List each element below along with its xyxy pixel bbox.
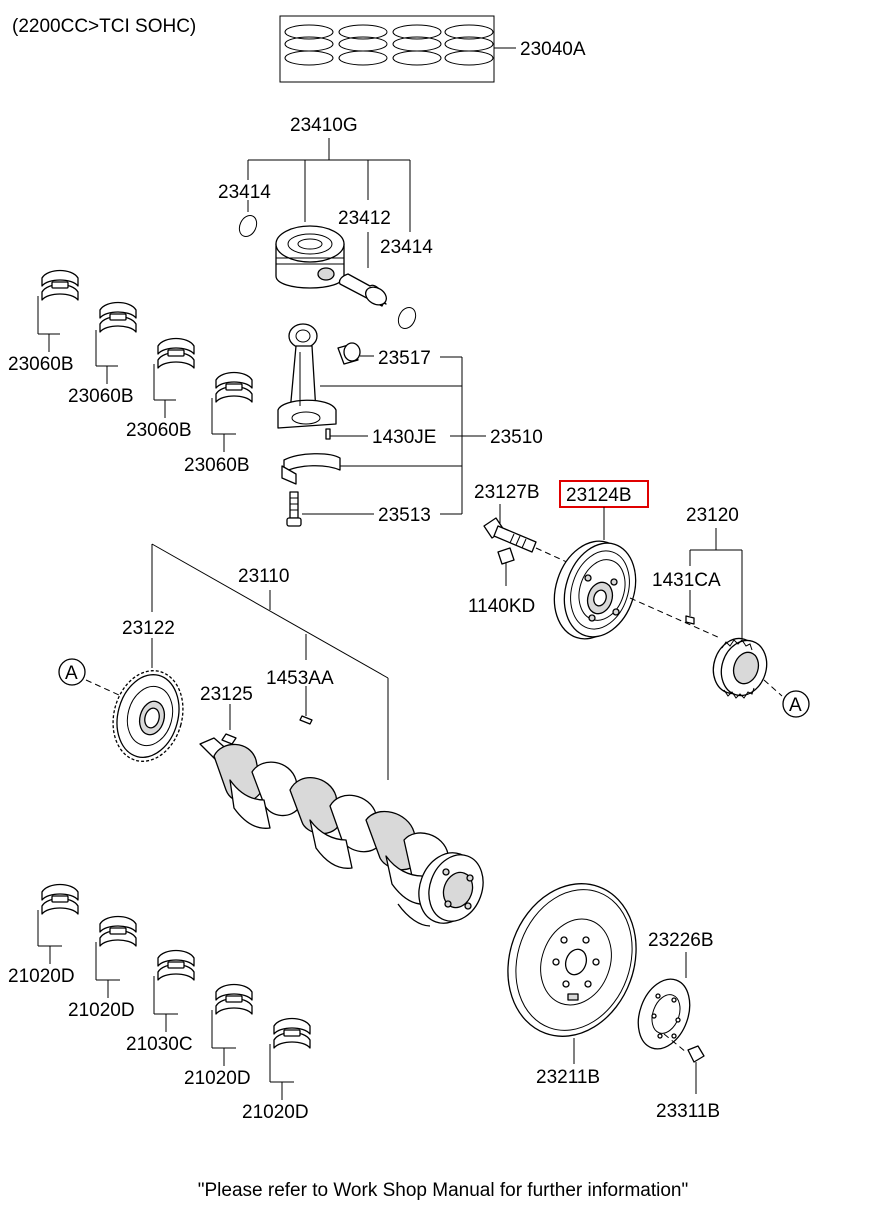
flange-bolt-icon (497, 547, 515, 586)
conrod-cap-icon (281, 453, 341, 485)
adapter-plate-icon (637, 978, 691, 1050)
conrod-icon (277, 323, 337, 429)
crank-sprocket-icon (712, 637, 768, 699)
part-label-23311b[interactable]: 23311B (656, 1101, 720, 1122)
part-label-23414-right[interactable]: 23414 (380, 237, 433, 258)
conrod-pin-icon (325, 428, 368, 440)
connector-a-left-label: A (65, 663, 78, 684)
part-label-23060b-3[interactable]: 23060B (126, 420, 192, 441)
conrod-leader-lines (320, 357, 486, 515)
part-label-23122[interactable]: 23122 (122, 618, 175, 639)
connector-a-right[interactable]: A (782, 690, 810, 718)
part-label-23110[interactable]: 23110 (238, 566, 289, 587)
crank-key-icon (299, 715, 313, 725)
crankshaft-icon (199, 737, 484, 927)
part-label-23060b-2[interactable]: 23060B (68, 386, 134, 407)
part-label-23060b-4[interactable]: 23060B (184, 455, 250, 476)
conrod-bushing-icon (337, 342, 374, 365)
engine-spec-label: (2200CC>TCI SOHC) (12, 16, 196, 37)
crankshaft-leader-lines (151, 543, 389, 780)
snap-ring-left-icon (238, 214, 258, 238)
drive-plate-icon (507, 883, 637, 1064)
crank-gear-icon (112, 670, 184, 762)
part-label-23510[interactable]: 23510 (490, 427, 543, 448)
part-label-23060b-1[interactable]: 23060B (8, 354, 74, 375)
part-label-23127b[interactable]: 23127B (474, 482, 540, 503)
part-label-23120[interactable]: 23120 (686, 505, 739, 526)
main-bearing-1[interactable] (37, 883, 79, 965)
main-bearing-2[interactable] (95, 915, 137, 999)
part-label-21030c[interactable]: 21030C (126, 1034, 193, 1055)
part-label-1453aa[interactable]: 1453AA (266, 668, 334, 689)
part-label-21020d-2[interactable]: 21020D (68, 1000, 135, 1021)
crank-pin-icon (221, 733, 237, 745)
part-label-1430je[interactable]: 1430JE (372, 427, 436, 448)
part-label-23414-left[interactable]: 23414 (218, 182, 271, 203)
thrust-bearing[interactable] (153, 949, 195, 1033)
footer-note: "Please refer to Work Shop Manual for fu… (198, 1180, 688, 1201)
part-label-1431ca[interactable]: 1431CA (652, 570, 721, 591)
part-label-23513[interactable]: 23513 (378, 505, 431, 526)
connector-a-left[interactable]: A (58, 658, 86, 686)
sprocket-leader-lines (689, 528, 743, 644)
connector-a-right-label: A (789, 695, 802, 716)
drive-plate-bolt-icon (663, 1033, 705, 1094)
part-label-21020d-1[interactable]: 21020D (8, 966, 75, 987)
sprocket-key-icon (685, 615, 695, 625)
part-label-23517[interactable]: 23517 (378, 348, 431, 369)
part-label-23412[interactable]: 23412 (338, 208, 391, 229)
conrod-bearing-2[interactable] (95, 301, 137, 385)
part-label-23124b[interactable]: 23124B (566, 485, 632, 506)
part-label-23040a[interactable]: 23040A (520, 39, 586, 60)
piston-icon (275, 225, 345, 289)
conrod-bearing-3[interactable] (153, 337, 195, 419)
piston-leader-lines (247, 138, 411, 268)
part-label-23211b[interactable]: 23211B (536, 1067, 600, 1088)
conrod-bearing-1[interactable] (37, 269, 79, 353)
part-label-23410g[interactable]: 23410G (290, 115, 358, 136)
piston-ring-set[interactable] (279, 15, 516, 83)
main-bearing-4[interactable] (269, 1017, 311, 1101)
snap-ring-right-icon (397, 306, 417, 330)
part-label-1140kd[interactable]: 1140KD (468, 596, 535, 617)
damper-pulley-icon (553, 540, 637, 640)
part-label-21020d-4[interactable]: 21020D (242, 1102, 309, 1123)
conrod-bearing-4[interactable] (211, 371, 253, 453)
main-bearing-3[interactable] (211, 983, 253, 1067)
piston-pin-icon (338, 273, 387, 307)
part-label-23226b[interactable]: 23226B (648, 930, 714, 951)
damper-bolt-icon (483, 517, 537, 553)
part-label-23125[interactable]: 23125 (200, 684, 253, 705)
conrod-bolt-icon (286, 491, 374, 527)
part-label-21020d-3[interactable]: 21020D (184, 1068, 251, 1089)
